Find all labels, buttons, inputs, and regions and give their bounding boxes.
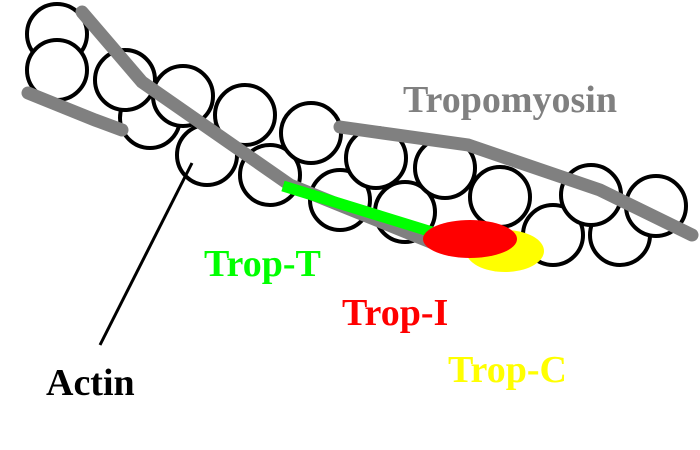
actin-monomers [25, 2, 688, 267]
actin-monomer [213, 83, 277, 147]
troponin-t [281, 180, 434, 238]
trop-i-label: Trop-I [342, 292, 448, 334]
tropomyosin-strand-left [21, 86, 129, 137]
actin-monomer [468, 165, 532, 229]
tropomyosin-strand-right [333, 120, 699, 242]
actin-label: Actin [46, 362, 135, 404]
actin-monomer [93, 48, 157, 112]
trop-c-label: Trop-C [448, 349, 567, 391]
troponin-i [423, 220, 517, 258]
tropomyosin-label: Tropomyosin [403, 79, 617, 121]
actin-monomer [279, 101, 343, 165]
actin-pointer-line [98, 162, 194, 346]
trop-t-label: Trop-T [204, 243, 321, 285]
